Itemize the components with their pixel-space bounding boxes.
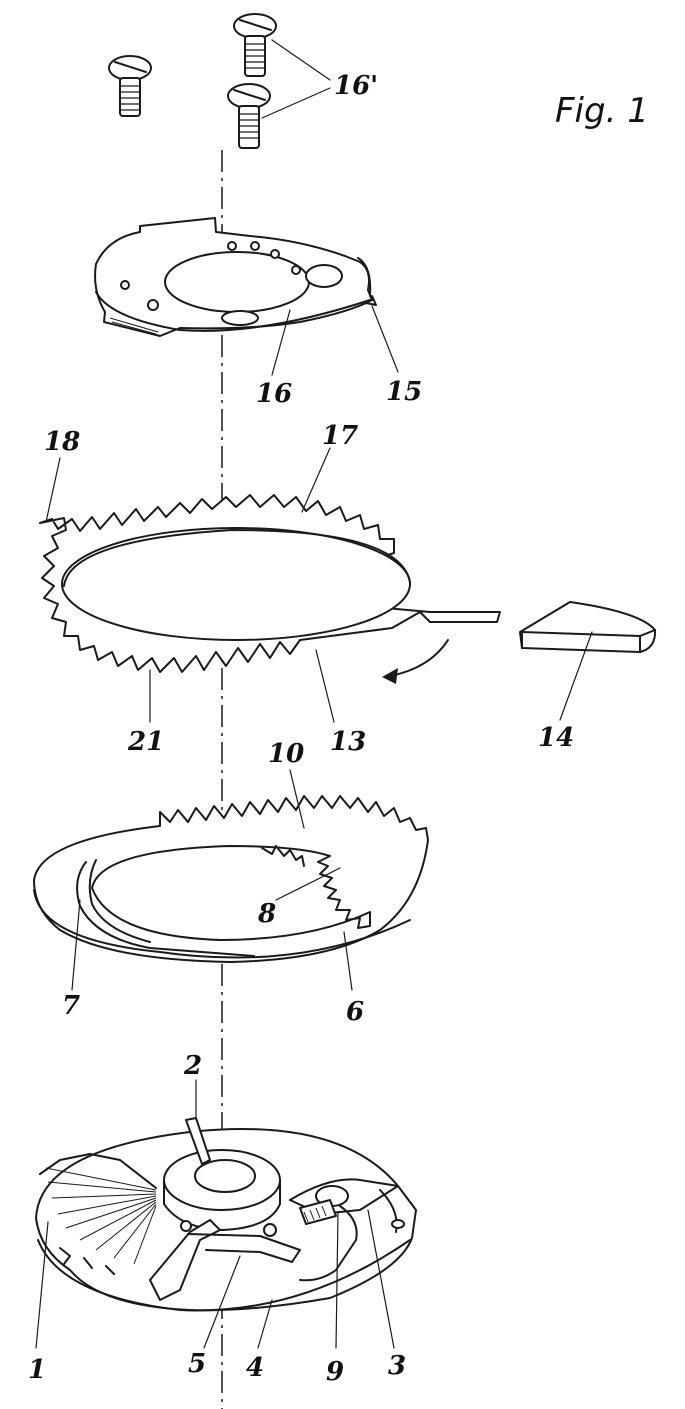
label-16: 16	[256, 379, 292, 409]
leader-14	[559, 631, 593, 721]
leader-18	[45, 457, 61, 523]
leader-4	[257, 1299, 273, 1349]
label-4: 4	[246, 1353, 264, 1383]
screw-top-right	[233, 13, 277, 77]
label-7: 7	[62, 991, 80, 1021]
label-2: 2	[183, 1051, 202, 1081]
label-14: 14	[538, 723, 574, 753]
leader-6	[343, 931, 353, 991]
label-3: 3	[388, 1351, 406, 1381]
cover-plate-16	[94, 217, 373, 337]
leader-1	[35, 1221, 49, 1349]
screw-left	[108, 55, 152, 117]
leader-9	[335, 1211, 339, 1349]
label-5: 5	[188, 1349, 206, 1379]
label-17: 17	[322, 421, 358, 451]
leader-13	[315, 649, 335, 723]
base-plate	[35, 1117, 417, 1312]
leader-17	[301, 447, 331, 513]
leader-8	[275, 867, 341, 901]
screw-middle-right	[227, 83, 271, 149]
leader-5	[203, 1255, 241, 1349]
leader-10	[289, 769, 305, 829]
figure-title: Fig. 1	[555, 91, 649, 131]
label-13: 13	[330, 727, 366, 757]
leader-3	[367, 1209, 395, 1349]
weight-segment-14	[519, 601, 657, 653]
leader-16p-b	[261, 87, 331, 119]
label-1: 1	[28, 1355, 46, 1385]
arrow-15	[365, 295, 377, 306]
label-18: 18	[44, 427, 80, 457]
leader-7	[71, 899, 81, 991]
label-21: 21	[127, 727, 164, 757]
ring-6	[33, 795, 429, 963]
label-16-prime: 16'	[334, 71, 378, 101]
ratchet-ring-13	[39, 494, 501, 673]
label-9: 9	[326, 1357, 344, 1387]
leader-15	[371, 305, 399, 373]
label-8: 8	[257, 899, 276, 929]
label-6: 6	[346, 997, 364, 1027]
label-15: 15	[386, 377, 422, 407]
leader-16p-a	[271, 39, 331, 81]
label-10: 10	[268, 739, 304, 769]
leader-16	[271, 309, 291, 376]
rotation-arrow	[382, 639, 449, 684]
